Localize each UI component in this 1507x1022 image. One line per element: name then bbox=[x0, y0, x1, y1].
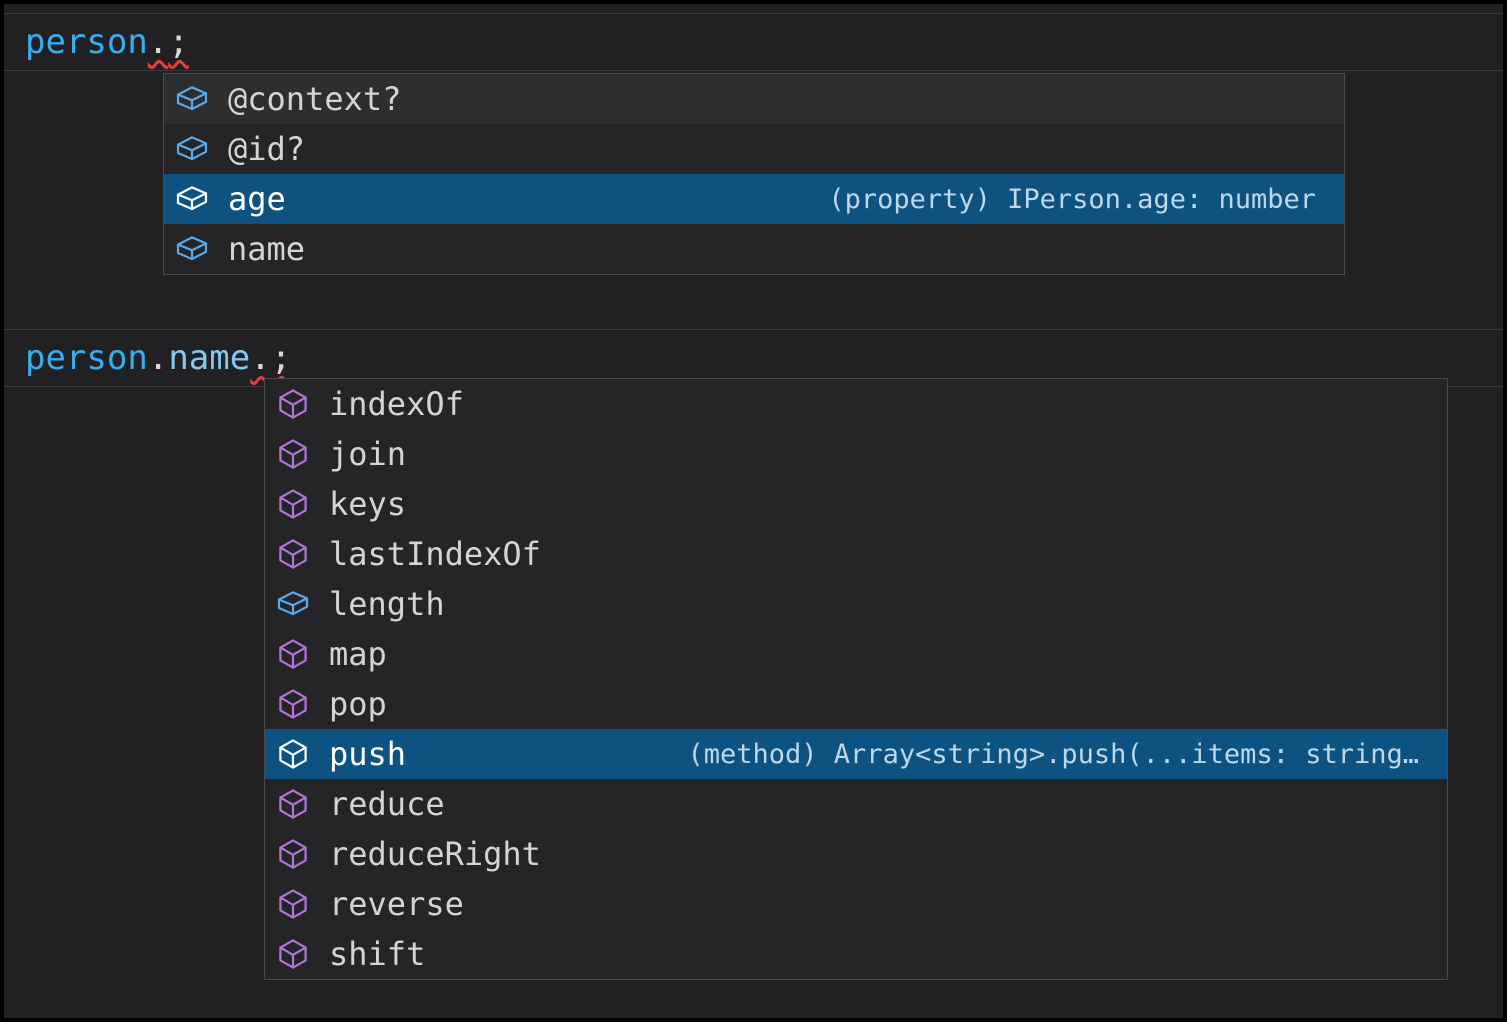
suggestion-item[interactable]: lastIndexOf bbox=[265, 529, 1447, 579]
suggestion-label: reverse bbox=[329, 885, 464, 923]
suggestion-item[interactable]: age (property) IPerson.age: number bbox=[164, 174, 1344, 224]
suggestion-label: reduce bbox=[329, 785, 445, 823]
field-icon bbox=[176, 183, 208, 215]
suggestion-item[interactable]: indexOf bbox=[265, 379, 1447, 429]
code-token-dot: . bbox=[148, 338, 168, 378]
method-icon bbox=[277, 838, 309, 870]
suggestion-item[interactable]: reduce bbox=[265, 779, 1447, 829]
code-token-semicolon-error: ; bbox=[271, 338, 291, 378]
suggestion-item[interactable]: length bbox=[265, 579, 1447, 629]
suggest-widget-string-members: indexOf join bbox=[264, 378, 1448, 980]
method-icon bbox=[277, 638, 309, 670]
suggestion-label: length bbox=[329, 585, 445, 623]
method-icon bbox=[277, 938, 309, 970]
suggestion-item[interactable]: @id? bbox=[164, 124, 1344, 174]
suggestion-label: keys bbox=[329, 485, 406, 523]
suggestion-label: name bbox=[228, 230, 305, 268]
method-icon bbox=[277, 788, 309, 820]
suggestion-label: pop bbox=[329, 685, 387, 723]
suggestion-item[interactable]: pop bbox=[265, 679, 1447, 729]
suggestion-label: age bbox=[228, 180, 286, 218]
method-icon bbox=[277, 888, 309, 920]
suggestion-label: push bbox=[329, 735, 406, 773]
method-icon bbox=[277, 538, 309, 570]
field-icon bbox=[277, 588, 309, 620]
suggestion-label: reduceRight bbox=[329, 835, 541, 873]
suggestion-item[interactable]: reduceRight bbox=[265, 829, 1447, 879]
suggestion-detail: (property) IPerson.age: number bbox=[828, 184, 1316, 215]
code-token-dot-error: . bbox=[148, 22, 168, 62]
code-token-property: name bbox=[168, 338, 250, 378]
code-token-dot-error: . bbox=[250, 338, 270, 378]
suggestion-label: @context? bbox=[228, 80, 401, 118]
method-icon bbox=[277, 738, 309, 770]
code-token-variable: person bbox=[25, 338, 148, 378]
suggestion-label: @id? bbox=[228, 130, 305, 168]
editor-surface[interactable]: person.; @context? bbox=[4, 4, 1503, 1018]
suggestion-label: join bbox=[329, 435, 406, 473]
suggestion-item[interactable]: join bbox=[265, 429, 1447, 479]
method-icon bbox=[277, 438, 309, 470]
method-icon bbox=[277, 688, 309, 720]
method-icon bbox=[277, 488, 309, 520]
code-token-semicolon-error: ; bbox=[168, 22, 188, 62]
method-icon bbox=[277, 388, 309, 420]
field-icon bbox=[176, 233, 208, 265]
field-icon bbox=[176, 133, 208, 165]
suggestion-label: indexOf bbox=[329, 385, 464, 423]
field-icon bbox=[176, 83, 208, 115]
suggestion-item[interactable]: keys bbox=[265, 479, 1447, 529]
suggestion-item[interactable]: push (method) Array<string>.push(...item… bbox=[265, 729, 1447, 779]
suggestion-item[interactable]: shift bbox=[265, 929, 1447, 979]
suggestion-label: map bbox=[329, 635, 387, 673]
suggestion-detail: (method) Array<string>.push(...items: st… bbox=[688, 739, 1420, 770]
code-token-variable: person bbox=[25, 22, 148, 62]
code-line-1[interactable]: person.; bbox=[4, 13, 1503, 71]
suggestion-item[interactable]: name bbox=[164, 224, 1344, 274]
suggestion-item[interactable]: map bbox=[265, 629, 1447, 679]
suggestion-label: lastIndexOf bbox=[329, 535, 541, 573]
suggestion-item[interactable]: @context? bbox=[164, 74, 1344, 124]
suggestion-item[interactable]: reverse bbox=[265, 879, 1447, 929]
suggest-widget-person: @context? @id? bbox=[163, 73, 1345, 275]
suggestion-label: shift bbox=[329, 935, 425, 973]
